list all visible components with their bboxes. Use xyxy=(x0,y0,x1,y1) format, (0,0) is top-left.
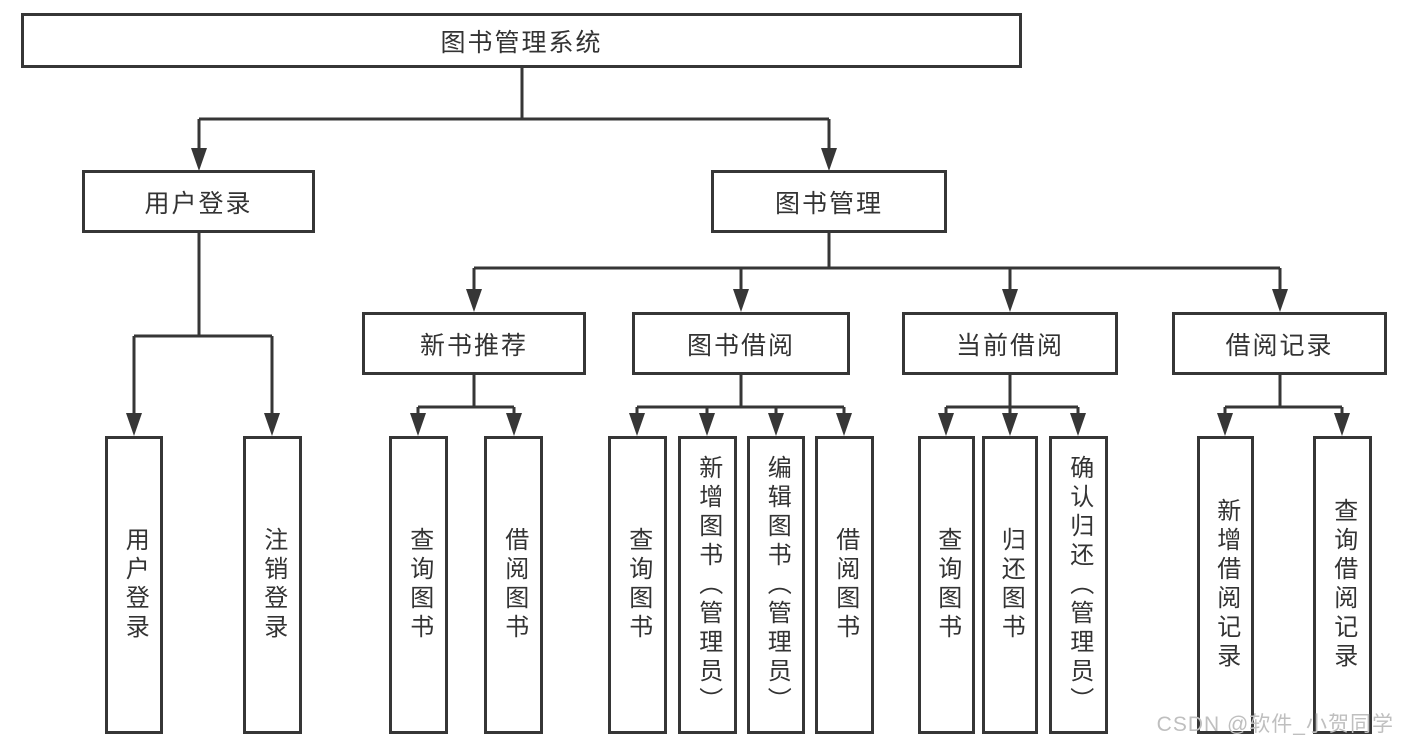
connector-root-to-level2 xyxy=(197,68,831,158)
leaf-edit-books-admin-label: 编辑图书（管理员） xyxy=(763,454,791,716)
leaf-return-books: 归还图书 xyxy=(982,436,1038,734)
leaf-confirm-return-admin-label: 确认归还（管理员） xyxy=(1065,454,1093,716)
leaf-query-borrow-record: 查询借阅记录 xyxy=(1313,436,1372,734)
leaf-add-borrow-record: 新增借阅记录 xyxy=(1197,436,1254,734)
arrowheads xyxy=(126,148,1350,436)
leaf-borrow-books-2: 借阅图书 xyxy=(815,436,874,734)
node-borrow-records: 借阅记录 xyxy=(1172,312,1387,375)
node-current-borrow-label: 当前借阅 xyxy=(955,331,1064,360)
leaf-add-borrow-record-label: 新增借阅记录 xyxy=(1212,498,1240,672)
node-root-label: 图书管理系统 xyxy=(440,28,603,57)
node-book-borrow: 图书借阅 xyxy=(632,312,850,375)
leaf-user-login-label: 用户登录 xyxy=(121,527,149,643)
watermark: CSDN @软件_小贺同学 xyxy=(1156,713,1394,736)
node-new-book-recommend: 新书推荐 xyxy=(362,312,586,375)
leaf-logout: 注销登录 xyxy=(243,436,302,734)
node-book-management: 图书管理 xyxy=(711,170,947,233)
node-root-system: 图书管理系统 xyxy=(21,13,1022,68)
leaf-query-books-1: 查询图书 xyxy=(389,436,448,734)
leaf-edit-books-admin: 编辑图书（管理员） xyxy=(747,436,805,734)
node-new-book-recommend-label: 新书推荐 xyxy=(419,331,528,360)
leaf-borrow-books-1-label: 借阅图书 xyxy=(500,527,528,643)
connector-borrow-records-to-leaves xyxy=(1223,375,1344,424)
node-user-login-label: 用户登录 xyxy=(144,189,253,218)
node-book-borrow-label: 图书借阅 xyxy=(686,331,795,360)
leaf-query-books-1-label: 查询图书 xyxy=(405,527,433,643)
leaf-return-books-label: 归还图书 xyxy=(997,527,1025,643)
connector-user-login-to-leaves xyxy=(132,233,274,424)
node-book-management-label: 图书管理 xyxy=(774,189,883,218)
leaf-query-books-2-label: 查询图书 xyxy=(624,527,652,643)
leaf-borrow-books-1: 借阅图书 xyxy=(484,436,543,734)
leaf-add-books-admin-label: 新增图书（管理员） xyxy=(694,454,722,716)
leaf-query-books-3: 查询图书 xyxy=(918,436,975,734)
leaf-query-books-2: 查询图书 xyxy=(608,436,667,734)
node-current-borrow: 当前借阅 xyxy=(902,312,1118,375)
node-borrow-records-label: 借阅记录 xyxy=(1225,331,1334,360)
leaf-query-books-3-label: 查询图书 xyxy=(933,527,961,643)
leaf-borrow-books-2-label: 借阅图书 xyxy=(831,527,859,643)
connector-new-book-to-leaves xyxy=(416,375,516,424)
leaf-logout-label: 注销登录 xyxy=(259,527,287,643)
node-user-login: 用户登录 xyxy=(82,170,315,233)
leaf-query-borrow-record-label: 查询借阅记录 xyxy=(1329,498,1357,672)
connector-book-borrow-to-leaves xyxy=(635,375,846,424)
leaf-confirm-return-admin: 确认归还（管理员） xyxy=(1049,436,1108,734)
connector-book-management-to-level3 xyxy=(472,233,1282,299)
leaf-user-login: 用户登录 xyxy=(105,436,163,734)
leaf-add-books-admin: 新增图书（管理员） xyxy=(678,436,737,734)
